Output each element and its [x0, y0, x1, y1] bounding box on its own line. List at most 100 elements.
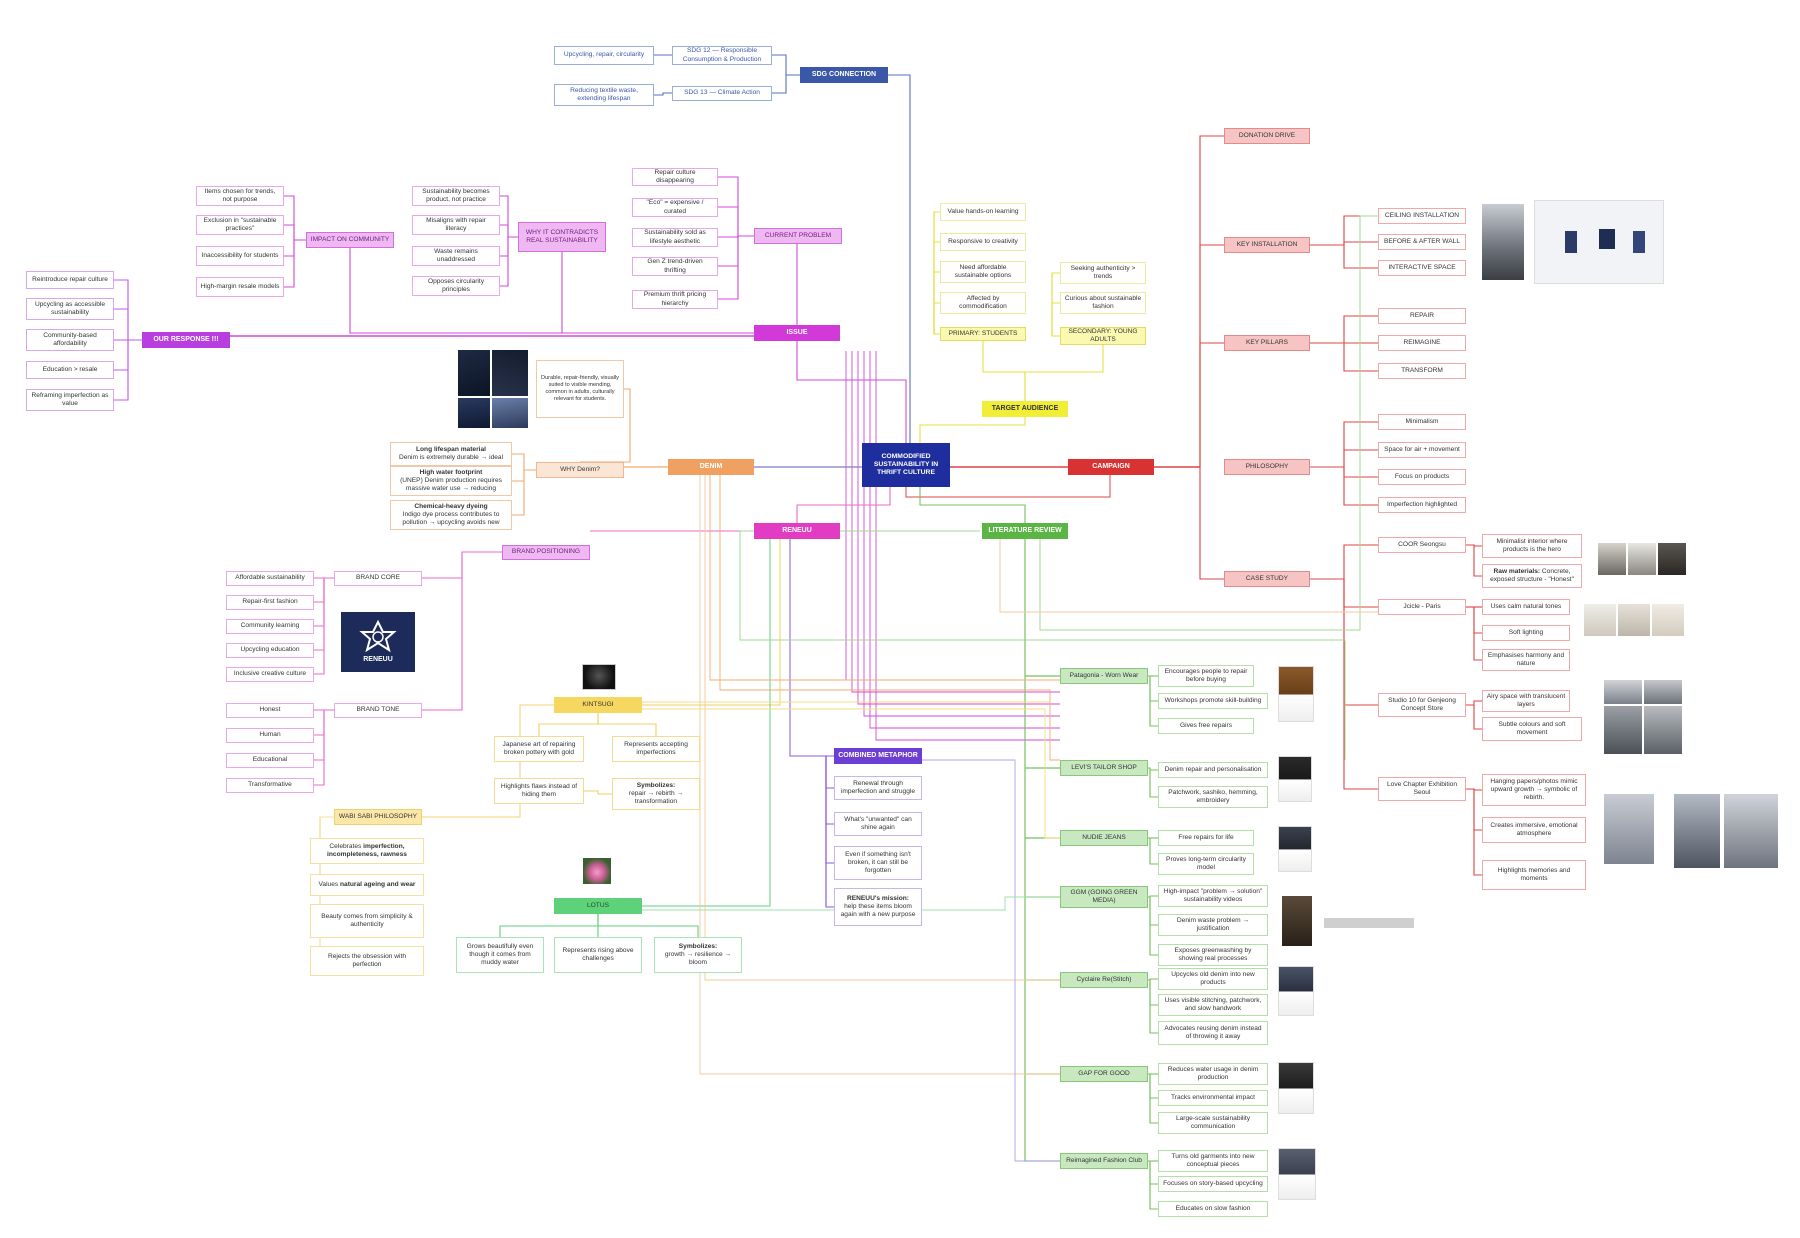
minimalist-interior-node[interactable]: Minimalist interior where products is th… — [1482, 534, 1582, 558]
key-installation-node[interactable]: KEY INSTALLATION — [1224, 237, 1310, 253]
brand-core-node[interactable]: BRAND CORE — [334, 571, 422, 586]
advocates-node[interactable]: Advocates reusing denim instead of throw… — [1158, 1021, 1268, 1045]
seeking-node[interactable]: Seeking authenticity > trends — [1060, 262, 1146, 284]
community-based-node[interactable]: Community-based affordability — [26, 329, 114, 351]
need-affordable-node[interactable]: Need affordable sustainable options — [940, 261, 1026, 283]
high-impact-node[interactable]: High-impact "problem → solution" sustain… — [1158, 885, 1268, 907]
mission-node[interactable]: RENEUU's mission:help these items bloom … — [834, 888, 922, 926]
grows-node[interactable]: Grows beautifully even though it comes f… — [456, 937, 544, 973]
denim-waste-node[interactable]: Denim waste problem → justification — [1158, 914, 1268, 936]
celebrates-node[interactable]: Celebrates imperfection, incompleteness,… — [310, 838, 424, 864]
lotus-hub[interactable]: LOTUS — [554, 898, 642, 914]
education-resale-node[interactable]: Education > resale — [26, 361, 114, 379]
opposes-node[interactable]: Opposes circularity principles — [412, 276, 500, 296]
sust-sold-node[interactable]: Sustainability sold as lifestyle aesthet… — [632, 228, 718, 247]
rejects-node[interactable]: Rejects the obsession with perfection — [310, 946, 424, 976]
inaccessibility-node[interactable]: Inaccessibility for students — [196, 246, 284, 266]
honest-node[interactable]: Honest — [226, 703, 314, 718]
inclusive-creative-node[interactable]: Inclusive creative culture — [226, 667, 314, 682]
studio-node[interactable]: Studio 10 for Genjeong Concept Store — [1378, 693, 1466, 717]
imperfection-highlighted-node[interactable]: Imperfection highlighted — [1378, 497, 1466, 513]
premium-node[interactable]: Premium thrift pricing hierarchy — [632, 290, 718, 309]
jcicle-node[interactable]: Jcicle - Paris — [1378, 599, 1466, 615]
community-learning-node[interactable]: Community learning — [226, 619, 314, 634]
high-margin-node[interactable]: High-margin resale models — [196, 277, 284, 297]
items-trends-node[interactable]: Items chosen for trends, not purpose — [196, 186, 284, 206]
focuses-node[interactable]: Focuses on story-based upcycling — [1158, 1176, 1268, 1192]
love-chapter-node[interactable]: Love Chapter Exhibition Seoul — [1378, 777, 1466, 801]
genz-node[interactable]: Gen Z trend-driven thrifting — [632, 257, 718, 276]
rising-node[interactable]: Represents rising above challenges — [554, 937, 642, 973]
workshops-node[interactable]: Workshops promote skill-building — [1158, 693, 1268, 709]
patagonia-node[interactable]: Patagonia - Worn Wear — [1060, 668, 1148, 684]
misaligns-node[interactable]: Misaligns with repair literacy — [412, 215, 500, 235]
uses-visible-node[interactable]: Uses visible stitching, patchwork, and s… — [1158, 994, 1268, 1016]
cyclaire-node[interactable]: Cyclaire Re(Stitch) — [1060, 972, 1148, 988]
curious-node[interactable]: Curious about sustainable fashion — [1060, 292, 1146, 314]
levis-node[interactable]: LEVI'S TAILOR SHOP — [1060, 760, 1148, 776]
patchwork-node[interactable]: Patchwork, sashiko, hemming, embroidery — [1158, 786, 1268, 808]
transformative-node[interactable]: Transformative — [226, 778, 314, 793]
educational-node[interactable]: Educational — [226, 753, 314, 768]
reimagined-node[interactable]: Reimagined Fashion Club — [1060, 1153, 1148, 1169]
large-scale-node[interactable]: Large-scale sustainability communication — [1158, 1112, 1268, 1134]
responsive-node[interactable]: Responsive to creativity — [940, 233, 1026, 251]
focus-products-node[interactable]: Focus on products — [1378, 469, 1466, 485]
highlights-memories-node[interactable]: Highlights memories and moments — [1482, 860, 1586, 890]
beauty-node[interactable]: Beauty comes from simplicity & authentic… — [310, 904, 424, 938]
why-denim-node[interactable]: WHY Denim? — [536, 462, 624, 478]
case-study-node[interactable]: CASE STUDY — [1224, 571, 1310, 587]
target-audience-hub[interactable]: TARGET AUDIENCE — [982, 401, 1068, 417]
repair-first-node[interactable]: Repair-first fashion — [226, 595, 314, 610]
repair-culture-node[interactable]: Repair culture disappearing — [632, 168, 718, 186]
value-hands-node[interactable]: Value hands-on learning — [940, 203, 1026, 221]
sdg12-node[interactable]: SDG 12 — Responsible Consumption & Produ… — [672, 46, 772, 65]
upcycling-accessible-node[interactable]: Upcycling as accessible sustainability — [26, 298, 114, 320]
raw-materials-node[interactable]: Raw materials: Concrete, exposed structu… — [1482, 564, 1582, 588]
proves-node[interactable]: Proves long-term circularity model — [1158, 853, 1254, 875]
before-after-node[interactable]: BEFORE & AFTER WALL — [1378, 234, 1466, 250]
gives-free-node[interactable]: Gives free repairs — [1158, 718, 1254, 734]
exclusion-node[interactable]: Exclusion in "sustainable practices" — [196, 215, 284, 235]
interactive-node[interactable]: INTERACTIVE SPACE — [1378, 260, 1466, 276]
cos-node[interactable]: COOR Seongsu — [1378, 537, 1466, 553]
key-pillars-node[interactable]: KEY PILLARS — [1224, 335, 1310, 351]
our-response-hub[interactable]: OUR RESPONSE !!! — [142, 332, 230, 348]
upcycles-node[interactable]: Upcycles old denim into new products — [1158, 968, 1268, 990]
water-node[interactable]: High water footprint(UNEP) Denim product… — [390, 466, 512, 496]
exposes-node[interactable]: Exposes greenwashing by showing real pro… — [1158, 944, 1268, 966]
affected-node[interactable]: Affected by commodification — [940, 292, 1026, 314]
wabi-sabi-hub[interactable]: WABI SABI PHILOSOPHY — [334, 809, 422, 825]
primary-node[interactable]: PRIMARY: STUDENTS — [940, 327, 1026, 341]
why-contradicts-node[interactable]: WHY IT CONTRADICTS REAL SUSTAINABILITY — [518, 222, 606, 252]
minimalism-node[interactable]: Minimalism — [1378, 414, 1466, 430]
represents-accepting-node[interactable]: Represents accepting imperfections — [612, 736, 700, 762]
emphasises-node[interactable]: Emphasises harmony and nature — [1482, 649, 1570, 671]
reintroduce-node[interactable]: Reintroduce repair culture — [26, 271, 114, 289]
transform-pillar-node[interactable]: TRANSFORM — [1378, 363, 1466, 379]
reframing-node[interactable]: Reframing imperfection as value — [26, 389, 114, 411]
values-node[interactable]: Values natural ageing and wear — [310, 874, 424, 896]
donation-drive-node[interactable]: DONATION DRIVE — [1224, 128, 1310, 144]
renewal-node[interactable]: Renewal through imperfection and struggl… — [834, 776, 922, 800]
sust-becomes-node[interactable]: Sustainability becomes product, not prac… — [412, 186, 500, 206]
soft-lighting-node[interactable]: Soft lighting — [1482, 625, 1570, 641]
encourages-node[interactable]: Encourages people to repair before buyin… — [1158, 665, 1254, 687]
ggm-node[interactable]: GGM (GOING GREEN MEDIA) — [1060, 886, 1148, 908]
nudie-node[interactable]: NUDIE JEANS — [1060, 830, 1148, 846]
free-repairs-node[interactable]: Free repairs for life — [1158, 830, 1254, 846]
airy-node[interactable]: Airy space with translucent layers — [1482, 690, 1570, 712]
ceiling-node[interactable]: CEILING INSTALLATION — [1378, 208, 1466, 224]
highlights-flaws-node[interactable]: Highlights flaws instead of hiding them — [494, 778, 584, 804]
brand-positioning-node[interactable]: BRAND POSITIONING — [502, 545, 590, 560]
sdg13-node[interactable]: SDG 13 — Climate Action — [672, 86, 772, 101]
issue-hub[interactable]: ISSUE — [754, 325, 840, 341]
upcycling-education-node[interactable]: Upcycling education — [226, 643, 314, 658]
reduces-water-node[interactable]: Reduces water usage in denim production — [1158, 1063, 1268, 1085]
space-air-node[interactable]: Space for air + movement — [1378, 442, 1466, 458]
japanese-art-node[interactable]: Japanese art of repairing broken pottery… — [494, 736, 584, 762]
upcycling-repair-node[interactable]: Upcycling, repair, circularity — [554, 46, 654, 65]
human-node[interactable]: Human — [226, 728, 314, 743]
